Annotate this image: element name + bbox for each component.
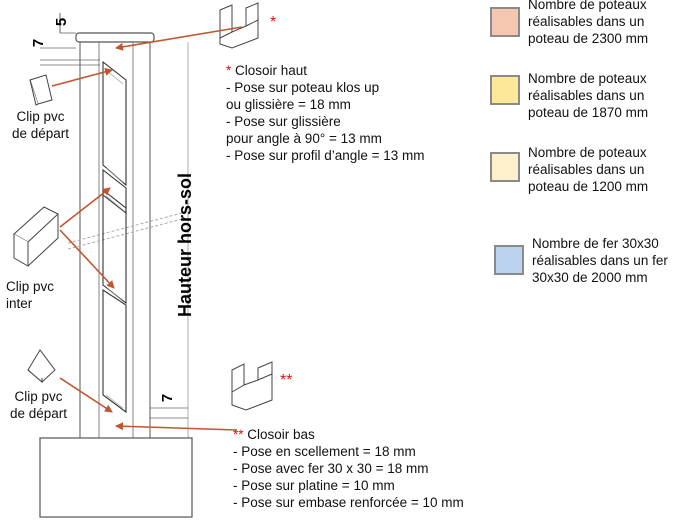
top-cap	[75, 32, 155, 43]
closoir-bas-title: ** Closoir bas	[233, 427, 315, 442]
boards	[102, 60, 127, 414]
arrow-clip-depart-bottom	[59, 377, 113, 413]
legend-text-2300: Nombre de poteaux réalisables dans un po…	[528, 0, 649, 46]
legend-text-1200: Nombre de poteaux réalisables dans un po…	[528, 145, 649, 194]
arrow-clip-inter-1	[59, 187, 111, 228]
legend-swatch-1200	[490, 152, 520, 182]
closoir-haut-shape	[219, 2, 259, 49]
closoir-bas-text: ** Closoir bas - Pose en scellement = 18…	[233, 427, 464, 510]
closoir-haut-text: * Closoir haut - Pose sur poteau klos up…	[226, 63, 425, 163]
closoir-haut-star: *	[270, 14, 277, 31]
height-label: Hauteur hors-sol	[175, 173, 195, 317]
post-base	[39, 437, 193, 518]
clip-inter-label: Clip pvc inter	[6, 279, 55, 311]
arrow-closoir-haut	[115, 26, 243, 51]
legend-swatch-2300	[490, 7, 520, 37]
clip-inter-shape	[13, 206, 59, 267]
dimension-top-7: 7	[30, 39, 47, 47]
arrow-clip-depart-top	[51, 67, 113, 87]
arrow-closoir-bas	[115, 422, 238, 431]
dimension-top-5: 5	[53, 18, 70, 26]
clip-depart-bottom-label: Clip pvc de départ	[10, 389, 68, 421]
closoir-bas-shape	[231, 361, 273, 411]
clip-depart-top-shape	[29, 74, 53, 106]
clip-depart-bottom-shape	[27, 349, 56, 384]
clip-depart-top-label: Clip pvc de départ	[12, 109, 70, 141]
legend-swatch-1870	[490, 75, 520, 105]
arrow-clip-inter-2	[59, 229, 115, 289]
arrows	[51, 26, 243, 431]
legend-text-1870: Nombre de poteaux réalisables dans un po…	[528, 71, 649, 120]
closoir-bas-star: **	[280, 372, 293, 389]
legend-swatch-fer	[494, 245, 524, 275]
dimension-bottom-7: 7	[159, 394, 176, 402]
closoir-haut-title: * Closoir haut	[226, 63, 308, 78]
legend-text-fer: Nombre de fer 30x30 réalisables dans un …	[532, 236, 668, 285]
